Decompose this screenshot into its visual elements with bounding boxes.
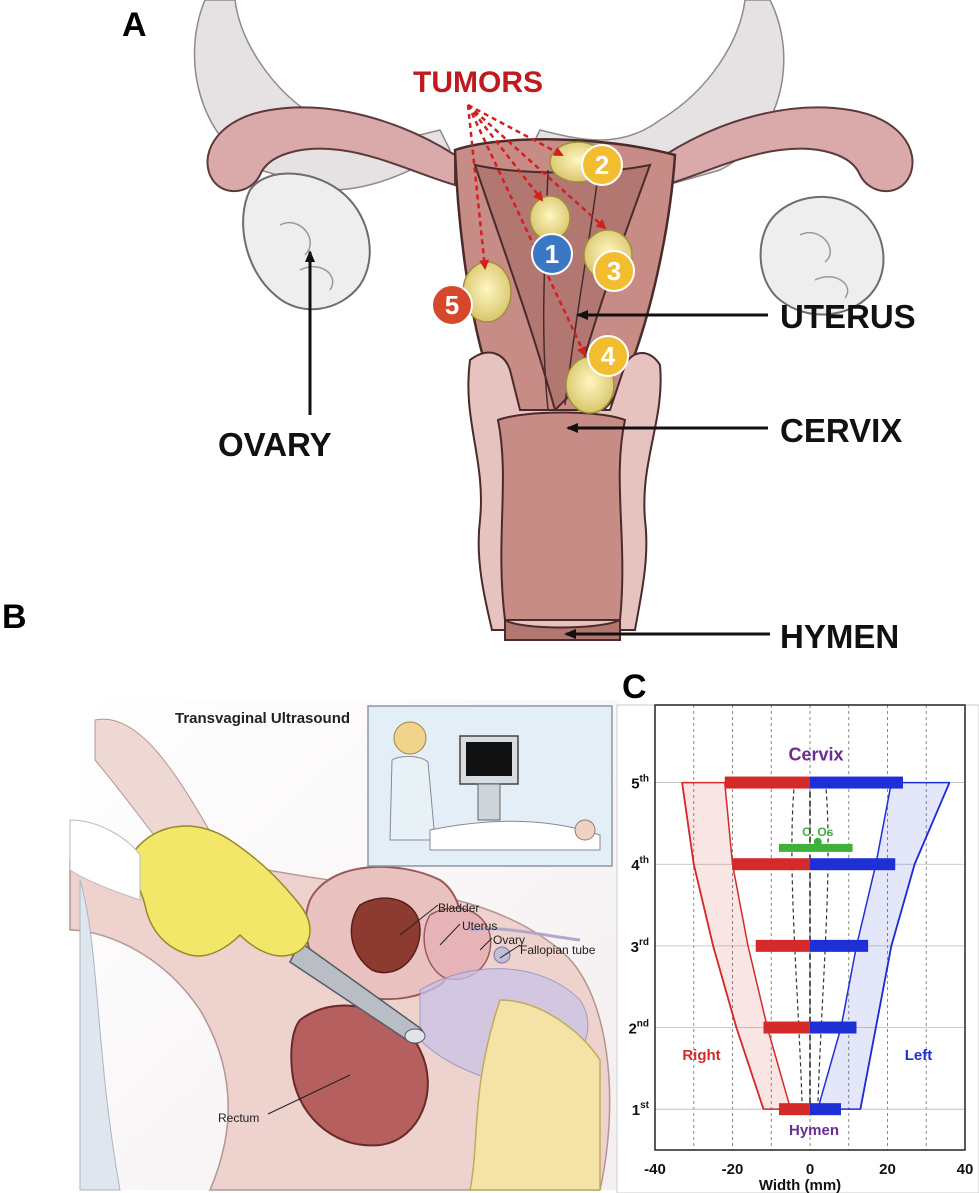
bar-right-2 <box>763 1021 810 1034</box>
uterus <box>423 907 492 981</box>
left-envelope-outer <box>859 782 951 1110</box>
uterus-b-label: Uterus <box>462 919 497 933</box>
ultrasound-probe <box>289 940 426 1045</box>
y-tick-label: 4th <box>631 855 649 874</box>
panel-b-letter: B <box>2 598 27 636</box>
x-tick-label: 40 <box>957 1161 974 1178</box>
y-tick-label: 5th <box>631 774 649 793</box>
x-tick-label: 0 <box>806 1161 814 1178</box>
x-axis-label: Width (mm) <box>759 1177 841 1193</box>
tumor-marker-5 <box>431 284 473 326</box>
left-ovary <box>242 172 371 311</box>
pelvic-anatomy <box>290 865 601 1191</box>
gloved-hand <box>69 819 311 957</box>
tumor-marker-2 <box>581 144 623 186</box>
ovaries <box>242 172 885 316</box>
x-tick-label: -40 <box>644 1161 666 1178</box>
y-tick-label: 1st <box>632 1100 650 1119</box>
tumor-marker-label-1: 1 <box>545 239 559 269</box>
y-tick-label: 3rd <box>631 937 649 956</box>
hymen-annotation: Hymen <box>789 1122 839 1139</box>
cervix-label: CERVIX <box>780 412 902 449</box>
bar-left-4 <box>810 858 896 871</box>
ovary-b-label: Ovary <box>493 933 525 947</box>
anatomy-arrows <box>305 250 770 639</box>
tumor-markers: 1 2 3 4 5 <box>431 144 635 377</box>
tumor-marker-label-2: 2 <box>595 150 609 180</box>
bar-right-4 <box>732 858 810 871</box>
fallopian-tube-label: Fallopian tube <box>520 943 596 957</box>
tumor-pointer-arrows <box>466 103 607 357</box>
tumor-marker-3 <box>593 250 635 292</box>
tumor-marker-label-4: 4 <box>601 341 616 371</box>
ovary-label: OVARY <box>218 426 332 463</box>
x-tick-label: 20 <box>879 1161 896 1178</box>
tumor-marker-1 <box>531 233 573 275</box>
x-tick-label: -20 <box>722 1161 744 1178</box>
right-ovary <box>759 195 885 316</box>
cos-bar <box>779 843 853 852</box>
transvaginal-ultrasound-title: Transvaginal Ultrasound <box>175 710 350 727</box>
tumor-marker-label-3: 3 <box>607 256 621 286</box>
cos-marker <box>813 837 822 846</box>
y-tick-label: 2nd <box>628 1019 649 1038</box>
left-annotation: Left <box>905 1047 933 1064</box>
bar-left-2 <box>810 1021 857 1034</box>
uterus-label: UTERUS <box>780 298 916 335</box>
cos-annotation: C. Os <box>802 825 834 839</box>
bar-left-1 <box>810 1103 841 1116</box>
bar-right-3 <box>755 939 810 952</box>
tumors-label: TUMORS <box>413 66 543 99</box>
midline-curve-left <box>817 782 829 1110</box>
right-annotation: Right <box>682 1047 720 1064</box>
midline-curve-right <box>791 782 803 1110</box>
tumor-marker-4 <box>587 335 629 377</box>
bladder <box>350 897 421 974</box>
panel-a-letter: A <box>122 6 147 44</box>
ultrasound-inset <box>367 705 613 867</box>
bar-right-5 <box>724 776 810 789</box>
cervix-annotation: Cervix <box>788 745 843 765</box>
bladder-label: Bladder <box>438 901 479 915</box>
panel-b: B <box>2 598 620 1191</box>
bar-left-3 <box>810 939 869 952</box>
fallopian-tubes <box>206 106 914 193</box>
plot-border <box>654 704 966 1151</box>
tumor-marker-label-5: 5 <box>445 290 459 320</box>
rectum-label: Rectum <box>218 1111 259 1125</box>
panel-a: A <box>122 0 916 655</box>
bar-right-1 <box>779 1103 810 1116</box>
panel-c-letter: C <box>622 668 647 706</box>
bar-left-5 <box>810 776 903 789</box>
right-envelope-outer <box>681 782 765 1110</box>
panel-b-leader-lines <box>267 904 521 1115</box>
hymen-label: HYMEN <box>780 618 899 655</box>
